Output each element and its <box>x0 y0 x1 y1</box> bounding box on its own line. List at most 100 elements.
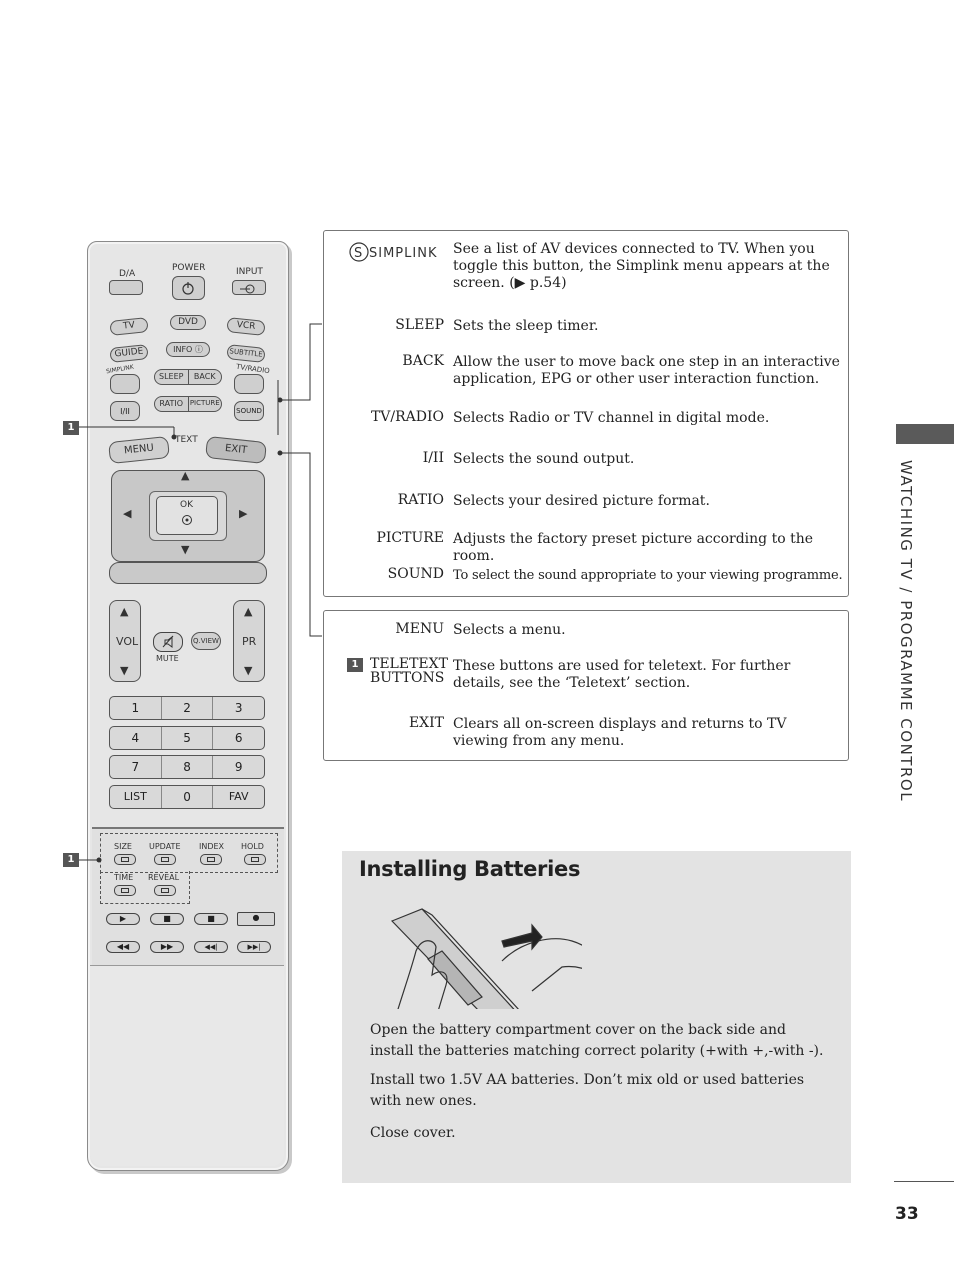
rewind-button: ◀◀ <box>106 941 140 953</box>
vol-down-icon: ▼ <box>120 664 129 677</box>
callout-badge-teletext: 1 <box>63 853 79 867</box>
menu-button: MENU <box>108 435 170 465</box>
power-button <box>172 276 205 300</box>
fast-forward-button: ▶▶ <box>150 941 184 953</box>
exit-key: EXIT <box>408 715 444 731</box>
number-row-2: 4 5 6 <box>109 726 265 750</box>
ok-dot-icon <box>182 515 192 525</box>
da-button <box>109 280 143 295</box>
size-button <box>114 854 136 865</box>
hold-button <box>244 854 266 865</box>
back-key: BACK <box>402 353 444 369</box>
color-keys-bar <box>109 562 267 584</box>
size-label: SIZE <box>114 842 132 851</box>
update-button <box>154 854 176 865</box>
battery-install-illustration <box>390 908 582 1009</box>
play-button: ▶ <box>106 913 140 925</box>
sound-desc: To select the sound appropriate to your … <box>453 568 843 583</box>
da-label: D/A <box>119 269 136 279</box>
record-button: ● <box>237 912 275 926</box>
text-label: TEXT <box>175 435 198 445</box>
right-arrow-icon: ▶ <box>239 507 248 520</box>
ratio-desc: Selects your desired picture format. <box>453 493 710 509</box>
num-5-button: 5 <box>162 727 214 749</box>
simplink-button <box>110 374 140 394</box>
tvradio-key: TV/RADIO <box>370 409 444 425</box>
hold-label: HOLD <box>241 842 264 851</box>
mute-button <box>153 632 183 652</box>
teletext-desc: These buttons are used for teletext. For… <box>453 658 791 691</box>
ratio-key: RATIO <box>397 492 444 508</box>
qview-button: Q.VIEW <box>191 632 221 650</box>
picture-button: PICTURE <box>189 399 220 407</box>
page-number: 33 <box>895 1204 919 1224</box>
ok-label: OK <box>180 500 193 510</box>
reveal-label: REVEAL <box>148 873 180 882</box>
number-row-4: LIST 0 FAV <box>109 785 265 809</box>
teletext-group-1 <box>100 833 278 873</box>
left-arrow-icon: ◀ <box>123 507 132 520</box>
input-icon <box>240 284 255 294</box>
num-8-button: 8 <box>162 756 214 778</box>
number-row-1: 1 2 3 <box>109 696 265 720</box>
vol-label: VOL <box>116 635 139 648</box>
callout-line-text <box>79 426 177 440</box>
stop-button: ■ <box>150 913 184 925</box>
section-tab-marker <box>896 424 954 444</box>
batteries-step-2: Install two 1.5V AA batteries. Don’t mix… <box>370 1072 805 1109</box>
installing-batteries-panel: Installing Batteries Open the battery co… <box>342 851 851 1183</box>
update-label: UPDATE <box>149 842 181 851</box>
teletext-badge: 1 <box>347 658 363 672</box>
back-desc: Allow the user to move back one step in … <box>453 354 840 387</box>
function-box-2: MENU Selects a menu. 1 TELETEXT BUTTONS … <box>323 610 849 761</box>
exit-button: EXIT <box>205 435 267 465</box>
connector-lines <box>277 323 322 637</box>
pr-label: PR <box>242 635 257 648</box>
num-7-button: 7 <box>110 756 162 778</box>
i-ii-key: I/II <box>422 450 444 466</box>
reveal-button <box>154 885 176 896</box>
mute-icon <box>162 635 174 648</box>
simplink-logo-text: SIMPLINK <box>369 246 437 261</box>
down-arrow-icon: ▼ <box>181 543 190 556</box>
pr-down-icon: ▼ <box>244 664 253 677</box>
menu-key: MENU <box>395 621 444 637</box>
i-ii-desc: Selects the sound output. <box>453 451 635 467</box>
pr-rocker: ▲ PR ▼ <box>233 600 265 682</box>
vol-up-icon: ▲ <box>120 605 129 618</box>
num-3-button: 3 <box>234 701 243 715</box>
time-button <box>114 885 136 896</box>
sleep-back-group: SLEEP BACK <box>154 369 222 385</box>
function-box-1: S SIMPLINK See a list of AV devices conn… <box>323 230 849 597</box>
navigation-pad: OK ▲ ▼ ◀ ▶ <box>111 469 265 562</box>
index-label: INDEX <box>199 842 225 851</box>
sleep-key: SLEEP <box>395 317 444 333</box>
num-2-button: 2 <box>162 697 214 719</box>
vcr-button: VCR <box>226 317 266 336</box>
mute-label: MUTE <box>156 654 179 663</box>
simplink-desc: See a list of AV devices connected to TV… <box>453 241 830 291</box>
list-button: LIST <box>110 786 162 808</box>
pr-up-icon: ▲ <box>244 605 253 618</box>
svg-text:S: S <box>354 246 362 261</box>
skip-forward-button: ▶▶| <box>237 941 271 953</box>
ratio-button: RATIO <box>155 397 189 411</box>
remote-lower-body <box>90 965 284 1166</box>
picture-desc: Adjusts the factory preset picture accor… <box>453 531 814 564</box>
time-label: TIME <box>114 873 134 882</box>
section-title-text: WATCHING TV / PROGRAMME CONTROL <box>897 460 915 803</box>
input-label: INPUT <box>236 267 263 277</box>
vol-rocker: ▲ VOL ▼ <box>109 600 141 682</box>
info-button: INFO ⓘ <box>166 342 210 357</box>
batteries-step-3: Close cover. <box>370 1125 456 1141</box>
i-ii-button: I/II <box>110 401 140 421</box>
ratio-picture-group: RATIO PICTURE <box>154 396 222 412</box>
simplink-logo-icon: S SIMPLINK <box>349 242 437 262</box>
skip-back-button: ◀◀| <box>194 941 228 953</box>
teletext-panel: SIZE UPDATE INDEX HOLD TIME REVEAL ▶ ■ ■… <box>92 827 284 967</box>
batteries-heading: Installing Batteries <box>359 857 581 881</box>
num-4-button: 4 <box>110 727 162 749</box>
sleep-desc: Sets the sleep timer. <box>453 318 599 334</box>
tvradio-desc: Selects Radio or TV channel in digital m… <box>453 410 770 426</box>
tv-button: TV <box>109 317 149 336</box>
